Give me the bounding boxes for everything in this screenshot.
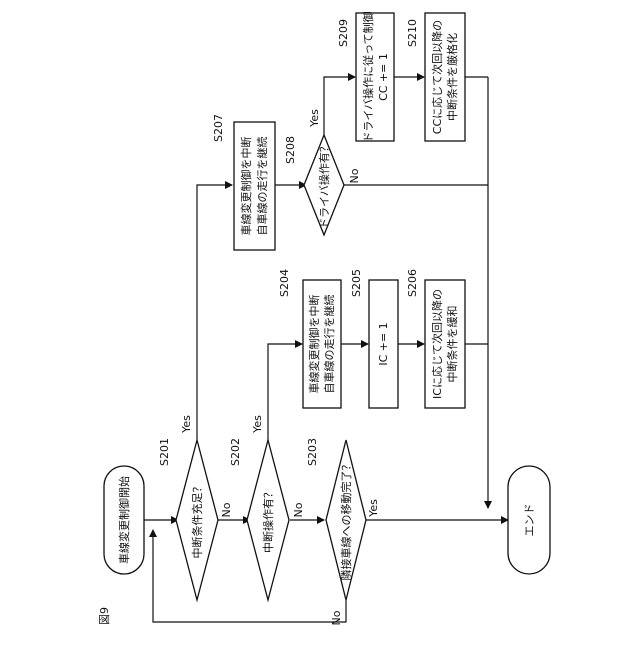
decision-s202-step: S202	[229, 438, 242, 466]
end-terminal: エンド	[508, 466, 550, 574]
process-s207-line1: 車線変更制御を中断	[239, 137, 253, 236]
s208-no-label: No	[348, 168, 361, 183]
decision-s203-text: 隣接車線への移動完了？	[339, 460, 353, 581]
decision-s203: 隣接車線への移動完了？ S203	[306, 438, 366, 600]
s208-yes-label: Yes	[308, 109, 321, 128]
decision-s208-text: ドライバ操作有？	[317, 141, 331, 229]
process-s210-line1: CCに応じて次回以降の	[430, 20, 444, 134]
process-s209-line2: CC += 1	[377, 53, 390, 101]
decision-s208-step: S208	[284, 136, 297, 164]
s201-no-label: No	[220, 502, 233, 517]
process-s204-line1: 車線変更制御を中断	[307, 295, 321, 394]
s203-no-label: No	[330, 610, 343, 625]
process-s204-line2: 自車線の走行を継続	[322, 295, 336, 394]
s203-yes-label: Yes	[367, 499, 380, 518]
decision-s201: 中断条件充足？ S201	[158, 438, 218, 600]
process-s204: 車線変更制御を中断 自車線の走行を継続 S204	[278, 269, 341, 408]
process-s204-step: S204	[278, 269, 291, 297]
process-s210-step: S210	[406, 19, 419, 47]
end-terminal-label: エンド	[523, 504, 536, 537]
process-s205-text: IC += 1	[377, 322, 390, 365]
process-s207-step: S207	[212, 114, 225, 142]
decision-s203-step: S203	[306, 438, 319, 466]
decision-s201-text: 中断条件充足？	[190, 482, 204, 559]
decision-s201-step: S201	[158, 438, 171, 466]
s202-no-label: No	[292, 502, 305, 517]
process-s206-line1: ICに応じて次回以降の	[430, 289, 444, 399]
s201-yes-label: Yes	[180, 415, 193, 434]
process-s209-line1: ドライバ操作に従って制御	[361, 11, 375, 142]
start-terminal: 車線変更制御開始	[104, 466, 144, 574]
process-s205-step: S205	[350, 269, 363, 297]
decision-s202-text: 中断操作有？	[261, 487, 275, 553]
process-s206: ICに応じて次回以降の 中断条件を緩和 S206	[406, 269, 465, 408]
process-s206-step: S206	[406, 269, 419, 297]
process-s206-line2: 中断条件を緩和	[445, 306, 459, 383]
process-s207-line2: 自車線の走行を継続	[255, 137, 269, 236]
process-s207: 車線変更制御を中断 自車線の走行を継続 S207	[212, 114, 275, 250]
decision-s202: 中断操作有？ S202	[229, 438, 289, 600]
s202-yes-label: Yes	[251, 415, 264, 434]
process-s205: IC += 1 S205	[350, 269, 398, 408]
process-s209-step: S209	[337, 19, 350, 47]
start-terminal-label: 車線変更制御開始	[117, 476, 131, 564]
process-s210-line2: 中断条件を厳格化	[445, 33, 459, 121]
figure-label: 図9	[98, 607, 111, 625]
